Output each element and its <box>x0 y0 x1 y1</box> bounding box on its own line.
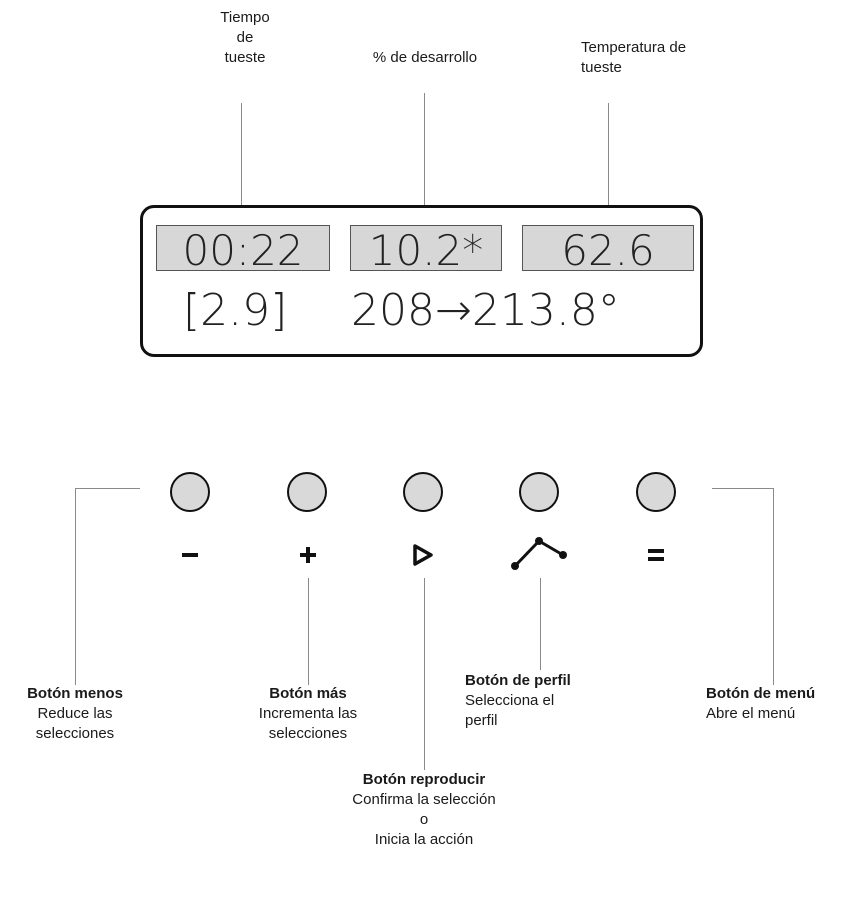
leader-menu-h <box>712 488 774 489</box>
minus-description: Botón menos Reduce las selecciones <box>5 684 145 744</box>
development-box: 10.2* <box>350 225 502 271</box>
plus-title: Botón más <box>269 685 347 702</box>
callout-time: Tiempo de tueste <box>205 8 285 68</box>
play-desc-line1: Confirma la selección <box>352 791 496 808</box>
profile-icon <box>511 537 567 570</box>
bracket-value: [2.9] <box>183 285 288 336</box>
profile-button[interactable] <box>519 472 559 512</box>
callout-time-line2: de <box>236 29 254 46</box>
plus-icon <box>300 547 316 563</box>
callout-temperature-line2: tueste <box>581 59 622 76</box>
plus-description: Botón más Incrementa las selecciones <box>228 684 388 744</box>
lcd-display: 00:22 10.2* 62.6 [2.9] 208→213.8° <box>140 205 703 357</box>
minus-title: Botón menos <box>27 685 123 702</box>
menu-icon <box>648 549 664 561</box>
play-title: Botón reproducir <box>362 771 486 788</box>
minus-icon <box>182 553 198 557</box>
minus-desc-line2: selecciones <box>35 725 115 742</box>
play-description: Botón reproducir Confirma la selección o… <box>324 770 524 850</box>
menu-title: Botón de menú <box>706 685 816 702</box>
temperature-box: 62.6 <box>522 225 694 271</box>
plus-button[interactable] <box>287 472 327 512</box>
leader-development <box>424 93 425 230</box>
temp-range-value: 208→213.8° <box>351 285 620 336</box>
leader-play <box>424 578 425 770</box>
menu-description: Botón de menú Abre el menú <box>706 684 846 724</box>
leader-time <box>241 103 242 230</box>
profile-desc-line1: Selecciona el <box>465 692 555 709</box>
play-desc-line3: Inicia la acción <box>374 831 474 848</box>
menu-desc-line1: Abre el menú <box>706 705 796 722</box>
plus-desc-line1: Incrementa las <box>258 705 358 722</box>
leader-profile <box>540 578 541 670</box>
profile-desc-line2: perfil <box>465 712 498 729</box>
play-desc-line2: o <box>419 811 429 828</box>
callout-development: % de desarrollo <box>372 49 478 66</box>
callout-temperature-line1: Temperatura de <box>581 39 687 56</box>
plus-desc-line2: selecciones <box>268 725 348 742</box>
callout-temperature: Temperatura de tueste <box>581 38 761 78</box>
leader-temperature <box>608 103 609 230</box>
leader-menu-v <box>773 488 774 685</box>
temperature-value: 62.6 <box>561 226 655 271</box>
development-value: 10.2* <box>368 226 484 271</box>
minus-desc-line1: Reduce las <box>37 705 113 722</box>
callout-time-line3: tueste <box>224 49 266 66</box>
minus-button[interactable] <box>170 472 210 512</box>
play-icon <box>413 544 433 566</box>
play-button[interactable] <box>403 472 443 512</box>
leader-minus-v <box>75 488 76 685</box>
leader-minus-h <box>75 488 140 489</box>
leader-plus <box>308 578 309 685</box>
profile-description: Botón de perfil Selecciona el perfil <box>465 671 625 731</box>
time-value: 00:22 <box>182 226 304 271</box>
time-box: 00:22 <box>156 225 330 271</box>
profile-title: Botón de perfil <box>465 672 571 689</box>
menu-button[interactable] <box>636 472 676 512</box>
callout-time-line1: Tiempo <box>220 9 270 26</box>
